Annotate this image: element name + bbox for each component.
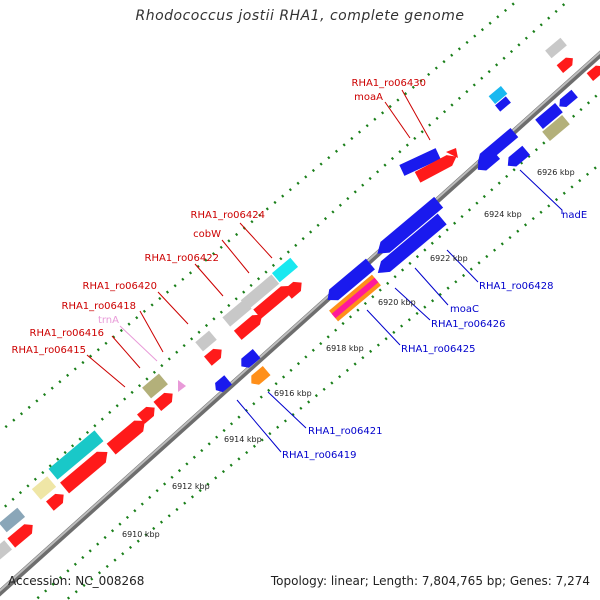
label-ro06419: RHA1_ro06419 (282, 450, 357, 461)
label-ro06418: RHA1_ro06418 (62, 301, 137, 312)
gene-ro06423 (253, 285, 291, 319)
gene-ro06426 (327, 258, 375, 301)
label-ro06420: RHA1_ro06420 (83, 281, 158, 292)
gene-ro06434 (545, 37, 567, 59)
reverse-features[interactable] (212, 89, 578, 395)
gene-ro06422 (222, 299, 252, 327)
gene-ro06409 (0, 507, 26, 533)
ruler-6914: 6914 kbp (224, 435, 262, 444)
label-ro06424: RHA1_ro06424 (191, 210, 266, 221)
gene-nadE (542, 115, 570, 141)
label-ro06426: RHA1_ro06426 (431, 319, 506, 330)
gene-ro06436 (586, 65, 600, 81)
gene-ro06433 (495, 96, 511, 112)
gene-ro06427 (535, 103, 563, 129)
gene-ro06431 (559, 89, 578, 108)
label-ro06415: RHA1_ro06415 (12, 345, 87, 356)
gene-ro06420 (195, 330, 217, 352)
label-ro06422: RHA1_ro06422 (145, 253, 220, 264)
genome-title: Rhodococcus jostii RHA1, complete genome (135, 8, 465, 24)
gene-moaC (377, 213, 447, 273)
label-ro06430: RHA1_ro06430 (352, 78, 427, 89)
gene-ro06422b (233, 314, 263, 340)
gene-ro06429c (507, 145, 531, 167)
top-labels: RHA1_ro06430 moaA RHA1_ro06424 cobW RHA1… (12, 78, 427, 356)
top-callouts (86, 89, 431, 388)
label-trnA: trnA (98, 315, 119, 326)
gene-ro06412 (60, 451, 108, 494)
ruler-6926: 6926 kbp (537, 168, 575, 177)
gene-cobW (240, 274, 280, 310)
accession-text: Accession: NC_008268 (8, 574, 145, 588)
gene-ro06421a (241, 348, 261, 368)
bottom-labels: nadE RHA1_ro06428 moaC RHA1_ro06426 RHA1… (282, 210, 587, 461)
ruler-6918: 6918 kbp (326, 344, 364, 353)
genome-summary: Topology: linear; Length: 7,804,765 bp; … (270, 574, 590, 588)
ruler-6924: 6924 kbp (484, 210, 522, 219)
ruler-6912: 6912 kbp (172, 482, 210, 491)
gene-ro06428 (377, 196, 444, 254)
gene-ro06429b (477, 149, 501, 171)
ruler-6922: 6922 kbp (430, 254, 468, 263)
gene-ro06411 (31, 476, 57, 500)
ruler-labels: 6910 kbp 6912 kbp 6914 kbp 6916 kbp 6918… (122, 168, 575, 539)
gene-ro06414 (106, 420, 145, 455)
label-ro06421: RHA1_ro06421 (308, 426, 383, 437)
gene-ro06418 (142, 373, 168, 399)
label-cobW: cobW (193, 229, 221, 240)
gene-ro06416 (153, 392, 173, 412)
label-nadE: nadE (562, 210, 587, 221)
gene-ro06430 (399, 148, 441, 176)
gene-ro06432 (488, 86, 508, 104)
ruler-6916: 6916 kbp (274, 389, 312, 398)
gene-ro06424 (271, 257, 299, 283)
gene-ro06420b (204, 348, 222, 366)
gene-trnA (178, 380, 186, 392)
gene-ro06435 (556, 57, 573, 73)
bottom-callouts (236, 169, 563, 453)
gene-ro06410 (46, 493, 64, 511)
label-ro06428: RHA1_ro06428 (479, 281, 554, 292)
forward-features[interactable] (0, 37, 600, 560)
gene-ro06413 (48, 430, 104, 480)
gene-ro06425 (329, 274, 381, 322)
label-ro06425: RHA1_ro06425 (401, 344, 476, 355)
gene-moaA-tip (446, 148, 458, 158)
gene-ro06408 (7, 524, 33, 548)
ruler-6910: 6910 kbp (122, 530, 160, 539)
label-ro06416: RHA1_ro06416 (30, 328, 105, 339)
ruler-6920: 6920 kbp (378, 298, 416, 307)
gene-ro06419 (215, 375, 232, 393)
label-moaA: moaA (354, 92, 383, 103)
label-moaC: moaC (450, 304, 479, 315)
trnA-callout (119, 325, 158, 362)
gene-moaA (414, 155, 457, 183)
gene-ro06421b (284, 281, 302, 299)
gene-ro06407 (0, 540, 12, 560)
gene-ro06415 (137, 406, 155, 424)
gene-ro06421 (251, 365, 271, 385)
